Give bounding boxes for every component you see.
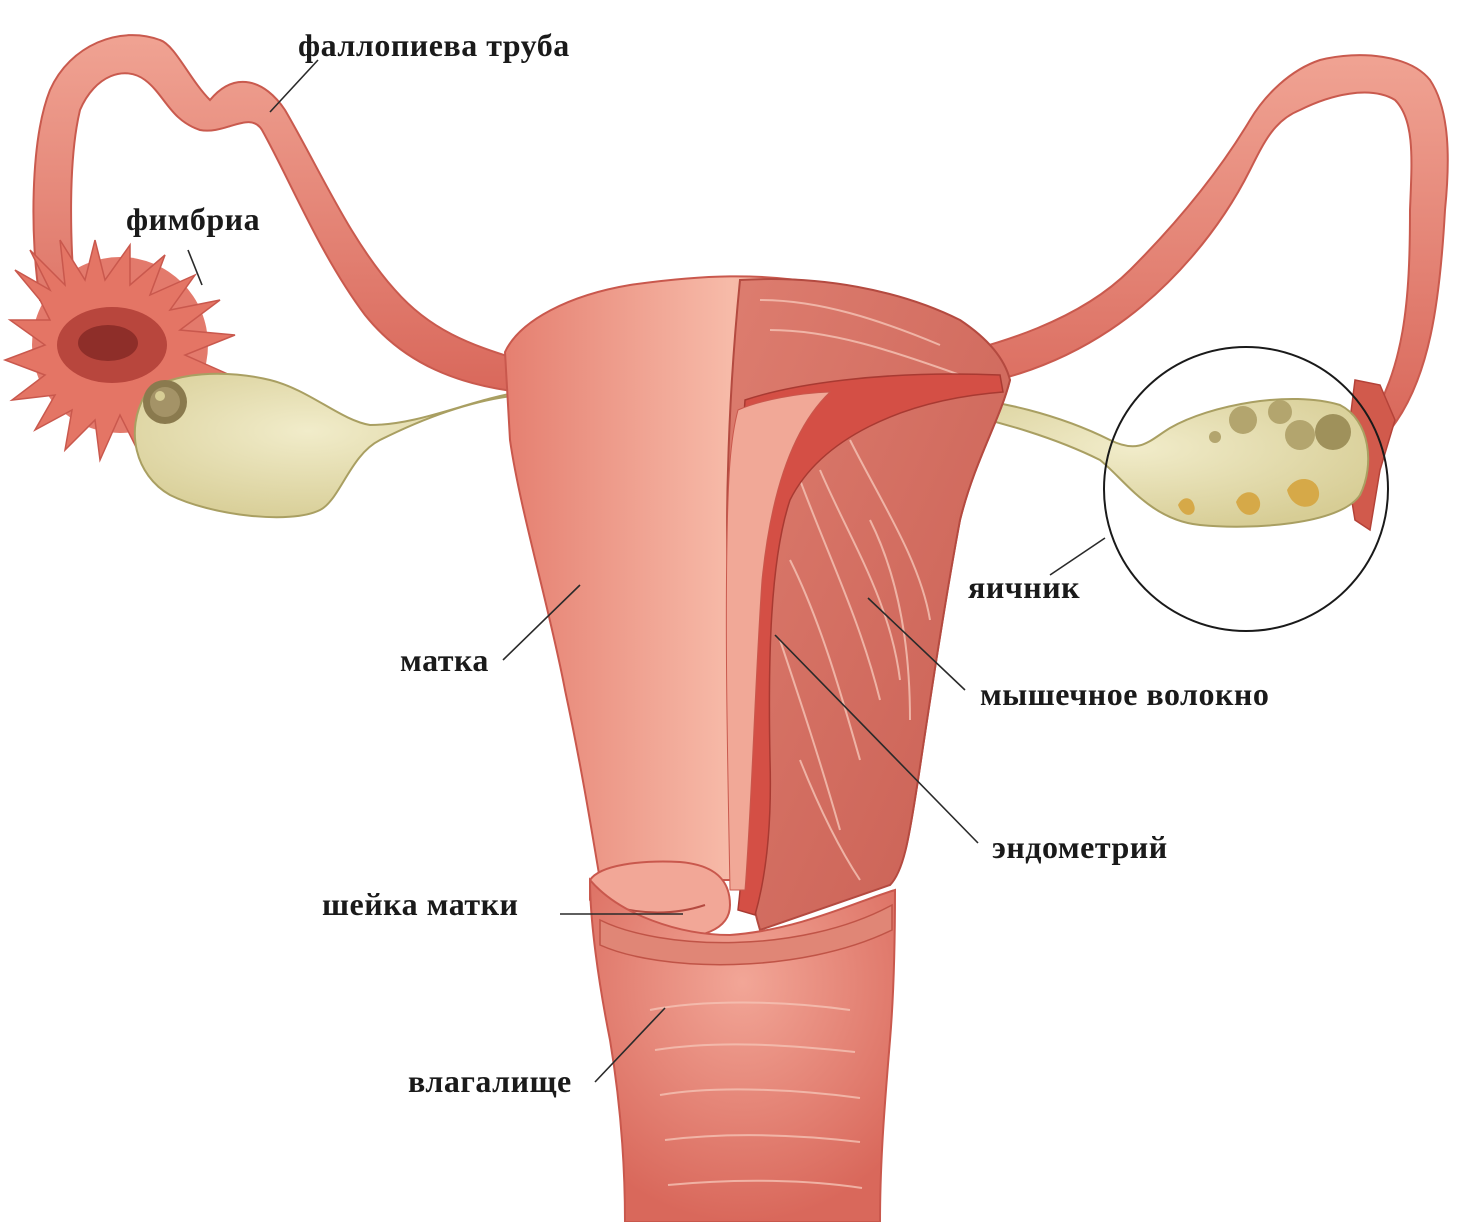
- label-fallopian-tube: фаллопиева труба: [298, 27, 570, 63]
- leader-fallopian-tube: [270, 60, 318, 112]
- label-vagina: влагалище: [408, 1063, 572, 1099]
- left-ovary: [135, 374, 520, 517]
- label-endometrium: эндометрий: [992, 829, 1168, 865]
- label-cervix: шейка матки: [322, 886, 518, 922]
- right-ovary: [940, 395, 1368, 527]
- label-ovary: яичник: [968, 569, 1080, 605]
- label-muscle-fiber: мышечное волокно: [980, 676, 1269, 712]
- label-uterus: матка: [400, 642, 489, 678]
- label-fimbria: фимбриа: [126, 201, 260, 237]
